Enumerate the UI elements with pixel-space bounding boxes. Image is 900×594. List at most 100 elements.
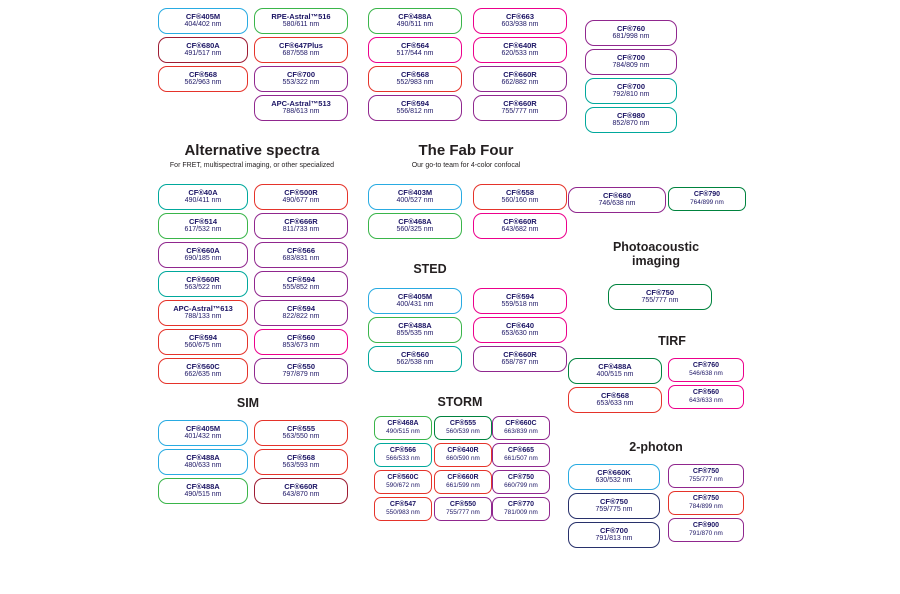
dye-name: CF®594 bbox=[400, 99, 430, 109]
dye-name: CF®750 bbox=[599, 497, 629, 507]
dye-wavelengths: 559/518 nm bbox=[501, 301, 539, 309]
dye-name: CF®488A bbox=[186, 482, 220, 492]
dye-wavelengths: 755/777 nm bbox=[446, 509, 480, 517]
dye-name: CF®560C bbox=[387, 473, 419, 481]
section-header-storm: STORM bbox=[408, 395, 512, 409]
dye-name: CF®405M bbox=[185, 424, 221, 434]
dye-wavelengths: 550/983 nm bbox=[386, 509, 420, 517]
dye-wavelengths: 853/673 nm bbox=[282, 342, 320, 350]
section-header-fab-four: The Fab Four Our go-to team for 4-color … bbox=[368, 142, 564, 169]
dye-wavelengths: 784/809 nm bbox=[612, 62, 650, 70]
dye-name: CF®568 bbox=[600, 391, 630, 401]
dye-wavelengths: 603/938 nm bbox=[501, 21, 539, 29]
dye-name: CF®760 bbox=[616, 24, 646, 34]
dye-wavelengths: 617/532 nm bbox=[184, 226, 222, 234]
dye-wavelengths: 791/870 nm bbox=[689, 530, 723, 538]
dye-wavelengths: 690/185 nm bbox=[184, 255, 222, 263]
dye-name: CF®405M bbox=[397, 292, 433, 302]
dye-wavelengths: 560/675 nm bbox=[184, 342, 222, 350]
dye-name: CF®900 bbox=[692, 521, 720, 529]
dye-name: CF®568 bbox=[286, 453, 316, 463]
dye-name: CF®680 bbox=[602, 191, 632, 201]
dye-name: CF®640R bbox=[447, 446, 479, 454]
dye-name: CF®666R bbox=[284, 217, 318, 227]
dye-name: APC-Astral™513 bbox=[271, 99, 331, 109]
dye-wavelengths: 580/611 nm bbox=[282, 21, 320, 29]
dye-wavelengths: 759/775 nm bbox=[595, 506, 633, 514]
dye-wavelengths: 653/633 nm bbox=[596, 400, 634, 408]
dye-name: CF®500R bbox=[284, 188, 318, 198]
dye-name: CF®770 bbox=[507, 500, 535, 508]
dye-name: CF®550 bbox=[286, 362, 316, 372]
dye-name: CF®560C bbox=[186, 362, 220, 372]
dye-name: CF®488A bbox=[398, 12, 432, 22]
dye-wavelengths: 490/515 nm bbox=[386, 428, 420, 436]
dye-name: RPE-Astral™516 bbox=[271, 12, 331, 22]
section-subtitle: For FRET, multispectral imaging, or othe… bbox=[169, 162, 335, 170]
dye-wavelengths: 683/831 nm bbox=[282, 255, 320, 263]
dye-wavelengths: 643/870 nm bbox=[282, 491, 320, 499]
dye-wavelengths: 792/810 nm bbox=[612, 91, 650, 99]
section-title: Alternative spectra bbox=[184, 142, 320, 159]
dye-wavelengths: 663/839 nm bbox=[504, 428, 538, 436]
dye-wavelengths: 788/133 nm bbox=[184, 313, 222, 321]
dye-name: CF®660A bbox=[186, 246, 220, 256]
dye-name: APC-Astral™613 bbox=[173, 304, 233, 314]
dye-name: CF®660K bbox=[597, 468, 631, 478]
dye-wavelengths: 643/682 nm bbox=[501, 226, 539, 234]
dye-wavelengths: 555/852 nm bbox=[282, 284, 320, 292]
section-title: STORM bbox=[437, 395, 483, 409]
dye-wavelengths: 560/325 nm bbox=[396, 226, 434, 234]
dye-wavelengths: 687/558 nm bbox=[282, 50, 320, 58]
dye-wavelengths: 662/635 nm bbox=[184, 371, 222, 379]
section-header-sted: STED bbox=[378, 262, 482, 276]
dye-wavelengths: 660/799 nm bbox=[504, 482, 538, 490]
dye-wavelengths: 797/879 nm bbox=[282, 371, 320, 379]
dye-name: CF®640R bbox=[503, 41, 537, 51]
dye-wavelengths: 788/613 nm bbox=[282, 108, 320, 116]
dye-name: CF®660R bbox=[284, 482, 318, 492]
dye-wavelengths: 620/533 nm bbox=[501, 50, 539, 58]
dye-wavelengths: 404/402 nm bbox=[184, 21, 222, 29]
dye-wavelengths: 490/515 nm bbox=[184, 491, 222, 499]
section-title: TIRF bbox=[658, 334, 686, 348]
dye-wavelengths: 662/882 nm bbox=[501, 79, 539, 87]
dye-name: CF®750 bbox=[645, 288, 675, 298]
dye-name: CF®594 bbox=[188, 333, 218, 343]
dye-name: CF®760 bbox=[692, 361, 720, 369]
